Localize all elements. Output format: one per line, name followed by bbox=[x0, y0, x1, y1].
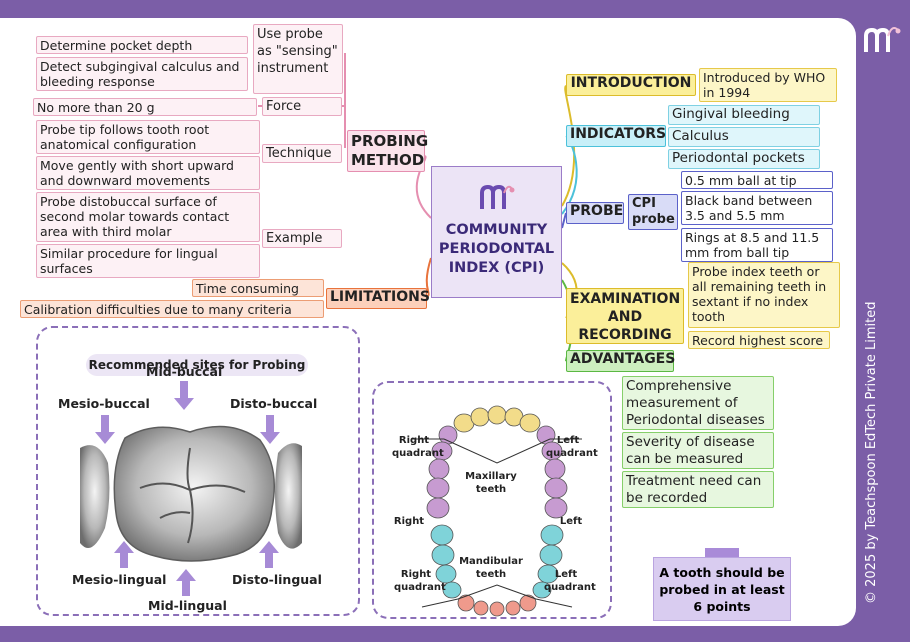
introduction-node: INTRODUCTION bbox=[566, 74, 696, 96]
logo-icon bbox=[480, 184, 515, 209]
arrow-disto-buccal-icon bbox=[260, 415, 280, 444]
probe-item-1: 0.5 mm ball at tip bbox=[681, 171, 833, 189]
arrow-disto-lingual-icon bbox=[259, 541, 279, 568]
use-probe-item-1: Determine pocket depth bbox=[36, 36, 248, 54]
site-mid-lingual: Mid-lingual bbox=[148, 598, 227, 613]
limitations-node: LIMITATIONS bbox=[326, 288, 430, 309]
probing-method-node: PROBING METHOD bbox=[347, 130, 428, 172]
probing-sites-panel bbox=[36, 326, 360, 616]
advantage-item-2: Severity of disease can be measured bbox=[622, 432, 774, 469]
dental-chart-panel bbox=[372, 381, 612, 619]
example-item-2: Similar procedure for lingual surfaces bbox=[36, 244, 260, 278]
arrow-mid-lingual-icon bbox=[176, 569, 196, 596]
note-tab bbox=[705, 548, 739, 559]
introduction-text: Introduced by WHO in 1994 bbox=[699, 68, 837, 102]
arrow-mesio-lingual-icon bbox=[114, 541, 134, 568]
left-quadrant-bottom-label: Left quadrant bbox=[544, 569, 596, 593]
right-label: Right bbox=[393, 516, 425, 527]
examination-node: EXAMINATION AND RECORDING bbox=[566, 288, 684, 344]
probe-item-3: Rings at 8.5 and 11.5 mm from ball tip bbox=[681, 228, 833, 262]
use-probe-item-2: Detect subgingival calculus and bleeding… bbox=[36, 57, 248, 91]
brand-logo-icon bbox=[864, 27, 901, 52]
technique-item-1: Probe tip follows tooth root anatomical … bbox=[36, 120, 260, 154]
mandibular-label: Mandibular teeth bbox=[459, 556, 523, 580]
right-quadrant-bottom-label: Right quadrant bbox=[394, 569, 446, 593]
left-quadrant-top-label: Left quadrant bbox=[546, 435, 598, 459]
probe-item-2: Black band between 3.5 and 5.5 mm bbox=[681, 191, 833, 225]
limitation-item-1: Time consuming bbox=[192, 279, 324, 297]
advantage-item-1: Comprehensive measurement of Periodontal… bbox=[622, 376, 774, 430]
examination-item-2: Record highest score bbox=[688, 331, 830, 349]
site-mesio-lingual: Mesio-lingual bbox=[72, 572, 167, 587]
indicator-item-3: Periodontal pockets bbox=[668, 149, 820, 169]
example-item-1: Probe distobuccal surface of second mola… bbox=[36, 192, 260, 242]
indicators-node: INDICATORS bbox=[566, 125, 666, 147]
advantage-item-3: Treatment need can be recorded bbox=[622, 471, 774, 508]
site-mid-buccal: Mid-buccal bbox=[146, 364, 223, 379]
force-value: No more than 20 g bbox=[33, 98, 257, 116]
indicator-item-2: Calculus bbox=[668, 127, 820, 147]
center-node: COMMUNITY PERIODONTAL INDEX (CPI) bbox=[431, 166, 562, 298]
advantages-node: ADVANTAGES bbox=[566, 350, 675, 372]
center-title: COMMUNITY PERIODONTAL INDEX (CPI) bbox=[438, 222, 555, 276]
probing-sites-title: Recommended sites for Probing bbox=[86, 354, 308, 376]
cpi-probe-node: CPI probe bbox=[628, 194, 678, 230]
arrow-mesio-buccal-icon bbox=[95, 415, 115, 444]
left-label: Left bbox=[559, 516, 583, 527]
site-mesio-buccal: Mesio-buccal bbox=[58, 396, 150, 411]
copyright-text: © 2025 by Teachspoon EdTech Private Limi… bbox=[864, 301, 879, 604]
site-disto-buccal: Disto-buccal bbox=[230, 396, 318, 411]
technique-label: Technique bbox=[262, 144, 342, 163]
use-probe-label: Use probe as "sensing" instrument bbox=[253, 24, 343, 94]
dental-arch-diagram bbox=[412, 405, 582, 617]
indicator-item-1: Gingival bleeding bbox=[668, 105, 820, 125]
force-label: Force bbox=[262, 97, 342, 116]
examination-item-1: Probe index teeth or all remaining teeth… bbox=[688, 262, 840, 328]
six-points-note: A tooth should be probed in at least 6 p… bbox=[653, 557, 791, 621]
molar-illustration bbox=[80, 425, 302, 562]
right-quadrant-top-label: Right quadrant bbox=[392, 435, 444, 459]
site-disto-lingual: Disto-lingual bbox=[232, 572, 322, 587]
maxillary-label: Maxillary teeth bbox=[465, 471, 517, 495]
technique-item-2: Move gently with short upward and downwa… bbox=[36, 156, 260, 190]
arrow-mid-buccal-icon bbox=[174, 381, 194, 410]
probe-node: PROBE bbox=[566, 202, 624, 224]
mind-map-card: Determine pocket depth Detect subgingiva… bbox=[0, 18, 856, 626]
probe-arrows bbox=[95, 381, 280, 596]
example-label: Example bbox=[262, 229, 342, 248]
limitation-item-2: Calibration difficulties due to many cri… bbox=[20, 300, 324, 318]
